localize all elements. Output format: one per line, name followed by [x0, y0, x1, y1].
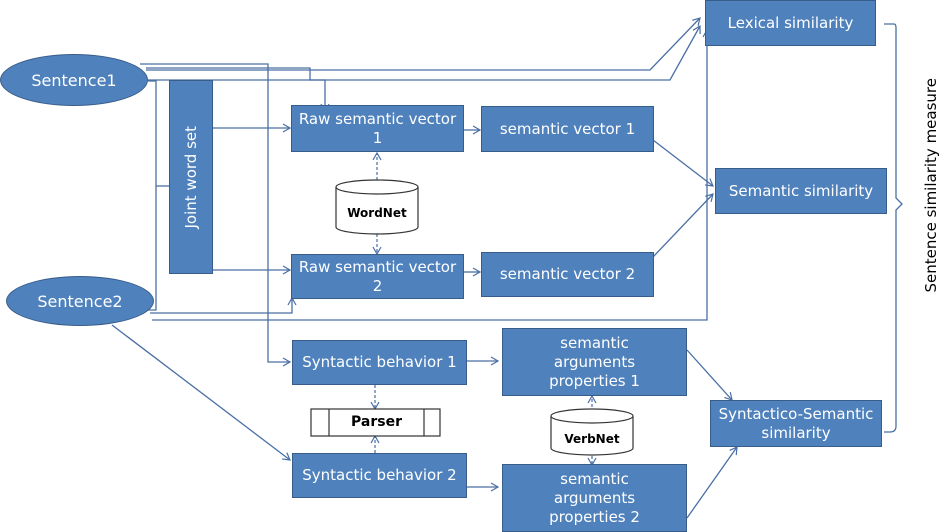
line-s1-to-lexical-b — [148, 24, 701, 81]
semantic-args-1-label: semantic arguments properties 1 — [549, 333, 640, 390]
syntactico-semantic-similarity-label: Syntactico-Semantic similarity — [718, 404, 874, 442]
line-s1-to-lexical-a — [146, 17, 701, 71]
semantic-vector-2-box: semantic vector 2 — [481, 252, 654, 297]
sentence2-node: Sentence2 — [6, 276, 154, 326]
joint-word-set-label: Joint word set — [181, 125, 200, 229]
line-s2-to-raw2 — [150, 296, 297, 314]
line-s2-to-syntactic2 — [111, 324, 291, 461]
line-s1-to-syntactic1 — [140, 63, 292, 367]
semantic-args-2-box: semantic arguments properties 2 — [502, 464, 687, 532]
semantic-similarity-box: Semantic similarity — [715, 168, 887, 214]
verbnet-label: VerbNet — [564, 432, 620, 446]
syntactic-behavior-2-box: Syntactic behavior 2 — [292, 453, 467, 498]
parser-label: Parser — [351, 414, 402, 430]
sentence1-node: Sentence1 — [0, 54, 148, 106]
verbnet-database-icon — [550, 408, 634, 456]
raw-semantic-vector-2-box: Raw semantic vector 2 — [291, 254, 464, 299]
semantic-vector-2-label: semantic vector 2 — [499, 265, 636, 283]
line-args1-to-synsem — [686, 349, 733, 401]
lexical-similarity-label: Lexical similarity — [727, 13, 854, 32]
line-sv1-to-semsim — [652, 139, 714, 187]
raw-semantic-vector-1-label: Raw semantic vector 1 — [298, 109, 457, 147]
line-s2-to-lexical — [152, 28, 712, 321]
raw-semantic-vector-1-box: Raw semantic vector 1 — [291, 105, 464, 152]
line-sv2-to-semsim — [652, 193, 714, 258]
semantic-args-2-label: semantic arguments properties 2 — [549, 469, 640, 526]
wordnet-label: WordNet — [347, 206, 407, 220]
measure-brace — [884, 23, 903, 433]
raw-semantic-vector-2-label: Raw semantic vector 2 — [298, 257, 457, 295]
lexical-similarity-box: Lexical similarity — [705, 0, 876, 46]
sentence1-label: Sentence1 — [31, 70, 117, 90]
wordnet-database-icon — [335, 179, 419, 235]
sentence-similarity-measure-label: Sentence similarity measure — [922, 78, 940, 293]
syntactic-behavior-1-label: Syntactic behavior 1 — [302, 353, 457, 371]
syntactic-behavior-2-label: Syntactic behavior 2 — [302, 466, 457, 484]
semantic-similarity-label: Semantic similarity — [728, 181, 874, 200]
semantic-vector-1-box: semantic vector 1 — [481, 106, 654, 152]
line-args2-to-synsem — [686, 446, 738, 519]
syntactic-behavior-1-box: Syntactic behavior 1 — [292, 340, 467, 385]
semantic-args-1-box: semantic arguments properties 1 — [502, 328, 687, 396]
semantic-vector-1-label: semantic vector 1 — [499, 119, 636, 138]
line-s1-joint — [148, 80, 157, 311]
parser-box — [310, 408, 441, 437]
joint-word-set-box: Joint word set — [169, 80, 213, 274]
syntactico-semantic-similarity-box: Syntactico-Semantic similarity — [710, 400, 882, 447]
sentence2-label: Sentence2 — [37, 291, 123, 311]
